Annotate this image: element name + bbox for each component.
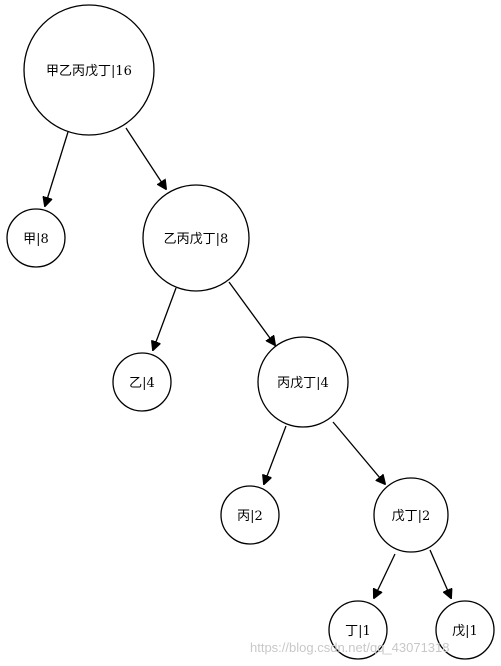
edge-bingwuding-to-bing (264, 425, 287, 484)
node-circle (220, 485, 280, 545)
edge-bingwuding-to-wuding (332, 421, 385, 484)
edge-yibingwuding-to-yi (153, 287, 177, 350)
node-label: 甲乙丙戊丁|16 (46, 64, 132, 79)
node-yi: 乙|4 (112, 352, 172, 412)
node-label: 戊丁|2 (392, 509, 431, 524)
node-jia: 甲|8 (6, 208, 66, 268)
node-circle (257, 336, 349, 428)
edge-wuding-to-ding (374, 553, 396, 598)
node-circle (435, 600, 495, 660)
edge-yibingwuding-to-bingwuding (228, 281, 275, 345)
node-circle (23, 4, 155, 136)
watermark-text: https://blog.csdn.net/qq_43071318 (250, 640, 450, 655)
edge-wuding-to-wu (429, 549, 451, 598)
node-yibingwuding: 乙丙戊丁|8 (142, 184, 250, 292)
node-label: 丙戊丁|4 (277, 376, 329, 391)
node-label: 戊|1 (452, 624, 478, 639)
node-label: 甲|8 (23, 232, 49, 247)
node-circle (328, 600, 388, 660)
node-circle (6, 208, 66, 268)
node-label: 丁|1 (345, 624, 371, 639)
edge-root-to-yibingwuding (125, 127, 166, 189)
node-wuding: 戊丁|2 (373, 477, 449, 553)
node-root: 甲乙丙戊丁|16 (23, 4, 155, 136)
node-circle (112, 352, 172, 412)
node-circle (373, 477, 449, 553)
edges (45, 127, 451, 598)
node-label: 乙丙戊丁|8 (164, 232, 229, 247)
node-bingwuding: 丙戊丁|4 (257, 336, 349, 428)
node-ding: 丁|1 (328, 600, 388, 660)
edge-root-to-jia (45, 131, 69, 206)
node-wu: 戊|1 (435, 600, 495, 660)
node-circle (142, 184, 250, 292)
node-label: 丙|2 (237, 509, 263, 524)
node-label: 乙|4 (129, 376, 155, 391)
node-bing: 丙|2 (220, 485, 280, 545)
